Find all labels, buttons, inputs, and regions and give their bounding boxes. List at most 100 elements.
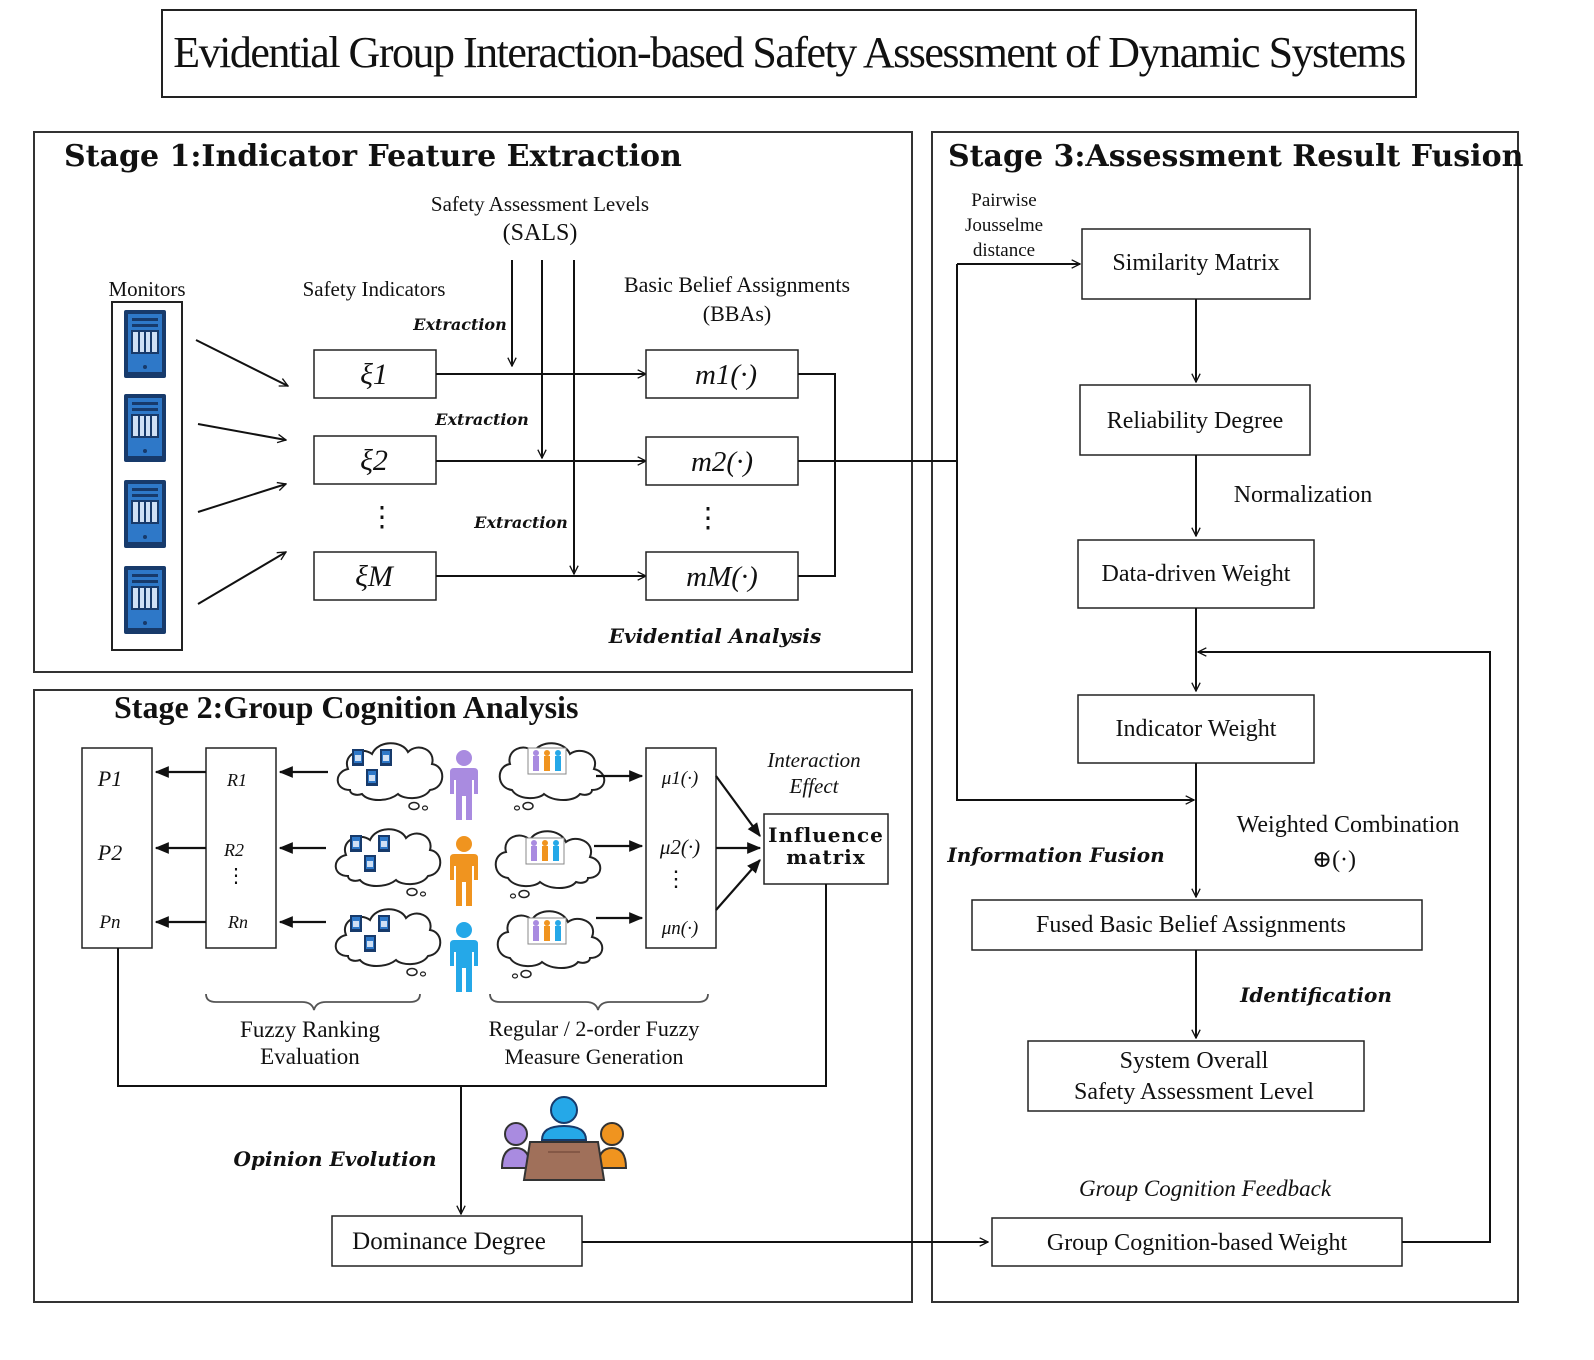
mu-1: μ1(·) [661,768,698,789]
bba-ellipsis: ⋮ [694,503,722,534]
safety-indicators-label: Safety Indicators [303,277,446,301]
title-box [161,9,1417,98]
extraction-label-2: Extraction [434,410,528,429]
weighted-combination-label: Weighted Combination [1237,812,1460,838]
indicator-xi-1: ξ1 [360,358,388,391]
indicator-box-2 [313,435,437,485]
indicator-xi-M: ξM [355,560,395,593]
bba-box-M [645,551,799,601]
monitor-icon [123,393,167,463]
fuzzy-ranking-brace [205,993,421,1011]
mu-ellipsis: ⋮ [665,866,687,891]
bba-m-2: m2(·) [691,446,753,478]
indicator-box-M [313,551,437,601]
bba-label: Basic Belief Assignments [624,272,850,297]
influence-matrix-label-1: Influence [768,823,884,847]
similarity-matrix-label: Similarity Matrix [1112,250,1279,276]
meeting-table-icon [500,1096,628,1181]
r-2: R2 [223,840,244,860]
data-driven-weight-box [1077,539,1315,609]
p-1: P1 [97,766,122,791]
r-1: R1 [226,770,247,790]
pairwise-label-3: distance [973,240,1035,261]
diagram-title: Evidential Group Interaction-based Safet… [173,28,1405,77]
group-weight-label: Group Cognition-based Weight [1047,1230,1348,1256]
mu-column-box [645,747,717,949]
indicator-weight-label: Indicator Weight [1116,716,1277,742]
overall-level-label-1: System Overall [1120,1048,1269,1074]
opinion-loop-line [117,884,827,1087]
person-group-icon [525,837,565,865]
fused-bba-box [971,899,1423,951]
bba-m-1: m1(·) [695,359,757,391]
pairwise-label-1: Pairwise [971,190,1036,211]
thought-cloud-icon [334,908,442,977]
bba-bus-to-fusion [956,264,1194,800]
dominance-degree-box [331,1215,583,1267]
person-icon [450,836,478,906]
stage3-title: Stage 3:Assessment Result Fusion [948,139,1524,174]
monitor-icon [123,565,167,635]
normalization-label: Normalization [1234,482,1373,508]
thought-cloud-icon [334,828,442,897]
reliability-degree-label: Reliability Degree [1107,408,1284,434]
r-ellipsis: ⋮ [226,865,246,887]
dominance-degree-label: Dominance Degree [352,1228,546,1255]
indicator-xi-2: ξ2 [360,444,388,477]
person-group-icon [527,747,567,775]
p-2: P2 [97,840,122,865]
indicator-box-1 [313,349,437,399]
sals-abbrev: (SALS) [503,220,578,246]
bba-abbrev: (BBAs) [703,301,771,326]
fused-bba-label: Fused Basic Belief Assignments [1036,912,1346,938]
fuzzy-measure-label-1: Regular / 2-order Fuzzy [489,1016,700,1041]
group-weight-box [991,1217,1403,1267]
p-column-box [81,747,153,949]
mu-n: μn(·) [661,918,698,939]
stage1-title: Stage 1:Indicator Feature Extraction [64,139,682,174]
person-group-icon [527,917,567,945]
overall-level-box [1027,1040,1365,1112]
indicator-ellipsis: ⋮ [368,502,396,533]
mu-to-influence-arrow-1 [715,775,761,837]
extraction-label-3: Extraction [473,513,567,532]
monitor-arrow [197,423,286,440]
stage2-title: Stage 2:Group Cognition Analysis [114,689,578,725]
thought-cloud-icon [336,742,444,811]
stage1-frame [33,131,913,673]
sals-label: Safety Assessment Levels [431,192,649,216]
monitor-arrow [195,339,288,387]
fuzzy-ranking-label-1: Fuzzy Ranking [240,1017,380,1042]
stage3-frame [931,131,1519,1303]
p-n: Pn [98,912,120,933]
interaction-effect-label-1: Interaction [766,748,860,772]
overall-level-label-2: Safety Assessment Level [1074,1079,1314,1105]
opinion-evolution-label: Opinion Evolution [233,1147,436,1171]
reliability-degree-box [1079,384,1311,456]
pairwise-label-2: Jousselme [965,215,1043,236]
combination-operator: ⊕(·) [1312,847,1356,873]
interaction-effect-label-2: Effect [789,774,840,798]
bba-m-M: mM(·) [686,561,758,593]
influence-matrix-box [763,813,889,885]
monitor-icon [123,309,167,379]
feedback-loop-arrow [1198,652,1491,1243]
r-column-box [205,747,277,949]
fuzzy-measure-label-2: Measure Generation [505,1044,684,1069]
stage2-frame [33,689,913,1303]
indicator-weight-box [1077,694,1315,764]
monitor-icon [123,479,167,549]
mu-2: μ2(·) [659,835,700,859]
mu-to-influence-arrow-n [715,859,761,911]
r-n: Rn [227,912,248,932]
person-icon [450,750,478,820]
bba-box-2 [645,436,799,486]
evidential-analysis-label: Evidential Analysis [608,624,821,648]
bba-bracket [798,373,836,577]
monitor-arrow [197,484,286,513]
fuzzy-ranking-label-2: Evaluation [260,1044,360,1069]
identification-label: Identification [1239,983,1392,1007]
influence-matrix-label-2: matrix [786,845,865,869]
information-fusion-label: Information Fusion [946,843,1164,867]
